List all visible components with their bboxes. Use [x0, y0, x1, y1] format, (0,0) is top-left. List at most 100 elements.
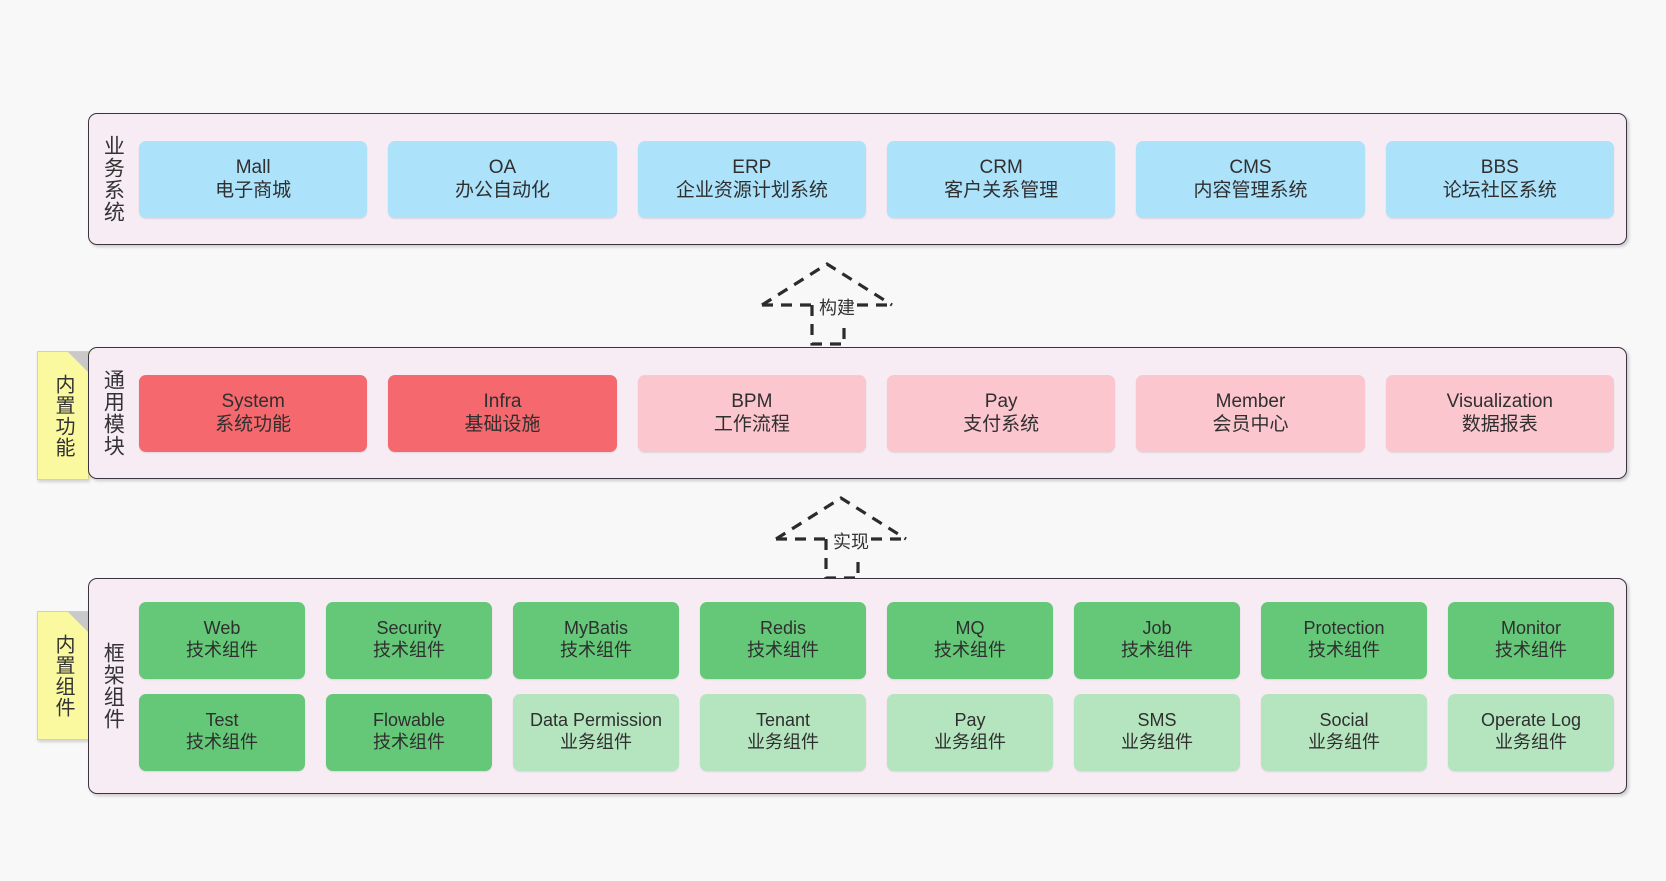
common-module-body: System 系统功能 Infra 基础设施 BPM 工作流程 Pay 支付系统…	[135, 348, 1626, 478]
sticky-note-builtin-components: 内置组件	[37, 611, 89, 740]
card-erp[interactable]: ERP 企业资源计划系统	[637, 140, 866, 218]
card-subtitle: 业务组件	[1308, 732, 1380, 752]
card-bbs[interactable]: BBS 论坛社区系统	[1385, 140, 1614, 218]
card-infra[interactable]: Infra 基础设施	[388, 374, 617, 452]
connector-build-label: 构建	[817, 294, 857, 320]
framework-tech-row: Web 技术组件 Security 技术组件 MyBatis 技术组件 Redi…	[139, 601, 1614, 679]
card-title: Infra	[483, 390, 522, 412]
card-sms[interactable]: SMS 业务组件	[1074, 693, 1240, 771]
card-subtitle: 数据报表	[1461, 414, 1538, 435]
card-subtitle: 论坛社区系统	[1442, 180, 1557, 201]
card-title: Job	[1142, 618, 1172, 639]
card-mall[interactable]: Mall 电子商城	[139, 140, 368, 218]
card-title: OA	[488, 156, 517, 178]
card-test[interactable]: Test 技术组件	[139, 693, 305, 771]
card-subtitle: 会员中心	[1212, 414, 1289, 435]
card-subtitle: 企业资源计划系统	[675, 180, 828, 201]
card-security[interactable]: Security 技术组件	[326, 601, 492, 679]
card-title: MQ	[955, 618, 985, 639]
card-member[interactable]: Member 会员中心	[1136, 374, 1365, 452]
card-job[interactable]: Job 技术组件	[1074, 601, 1240, 679]
card-subtitle: 业务组件	[747, 732, 819, 752]
card-subtitle: 技术组件	[1308, 640, 1380, 660]
card-subtitle: 技术组件	[934, 640, 1006, 660]
card-monitor[interactable]: Monitor 技术组件	[1448, 601, 1614, 679]
card-mq[interactable]: MQ 技术组件	[887, 601, 1053, 679]
card-mybatis[interactable]: MyBatis 技术组件	[513, 601, 679, 679]
common-module-panel: 通用模块 System 系统功能 Infra 基础设施 BPM 工作流程 Pay…	[88, 347, 1627, 479]
card-social[interactable]: Social 业务组件	[1261, 693, 1427, 771]
connector-implement-label: 实现	[831, 528, 871, 554]
card-title: Visualization	[1446, 390, 1553, 412]
card-title: Tenant	[755, 710, 811, 731]
card-visualization[interactable]: Visualization 数据报表	[1385, 374, 1614, 452]
common-module-label: 通用模块	[101, 369, 125, 457]
card-subtitle: 技术组件	[1495, 640, 1567, 660]
card-title: Monitor	[1500, 618, 1562, 639]
card-subtitle: 技术组件	[186, 732, 258, 752]
card-title: Protection	[1303, 618, 1385, 639]
card-operate-log[interactable]: Operate Log 业务组件	[1448, 693, 1614, 771]
card-subtitle: 电子商城	[215, 180, 292, 201]
card-bpm[interactable]: BPM 工作流程	[637, 374, 866, 452]
card-title: Redis	[759, 618, 807, 639]
card-title: Social	[1319, 710, 1369, 731]
card-subtitle: 基础设施	[464, 414, 541, 435]
card-pay[interactable]: Pay 支付系统	[886, 374, 1116, 452]
business-system-body: Mall 电子商城 OA 办公自动化 ERP 企业资源计划系统 CRM 客户关系…	[135, 114, 1626, 244]
card-title: Operate Log	[1480, 710, 1582, 731]
business-system-row: Mall 电子商城 OA 办公自动化 ERP 企业资源计划系统 CRM 客户关系…	[139, 140, 1614, 218]
sticky-note-text: 内置功能	[52, 373, 74, 458]
card-title: Security	[376, 618, 442, 639]
card-title: ERP	[732, 156, 772, 178]
card-subtitle: 技术组件	[560, 640, 632, 660]
business-system-label: 业务系统	[101, 135, 125, 223]
card-subtitle: 技术组件	[747, 640, 819, 660]
card-tenant[interactable]: Tenant 业务组件	[700, 693, 866, 771]
card-cms[interactable]: CMS 内容管理系统	[1136, 140, 1365, 218]
card-subtitle: 技术组件	[373, 640, 445, 660]
card-subtitle: 业务组件	[1121, 732, 1193, 752]
framework-business-row: Test 技术组件 Flowable 技术组件 Data Permission …	[139, 693, 1614, 771]
card-title: Flowable	[372, 710, 446, 731]
card-subtitle: 支付系统	[963, 414, 1040, 435]
card-subtitle: 客户关系管理	[944, 180, 1059, 201]
card-title: Data Permission	[529, 710, 663, 731]
card-title: Mall	[235, 156, 271, 178]
card-subtitle: 工作流程	[713, 414, 790, 435]
card-subtitle: 业务组件	[934, 732, 1006, 752]
card-subtitle: 系统功能	[215, 414, 292, 435]
card-subtitle: 内容管理系统	[1193, 180, 1308, 201]
card-web[interactable]: Web 技术组件	[139, 601, 305, 679]
card-subtitle: 业务组件	[1495, 732, 1567, 752]
card-crm[interactable]: CRM 客户关系管理	[886, 140, 1116, 218]
common-module-row: System 系统功能 Infra 基础设施 BPM 工作流程 Pay 支付系统…	[139, 374, 1614, 452]
card-title: Pay	[954, 710, 986, 731]
fold-corner-icon	[68, 352, 88, 372]
sticky-note-builtin-features: 内置功能	[37, 351, 89, 480]
framework-component-panel: 框架组件 Web 技术组件 Security 技术组件 MyBatis 技术组件…	[88, 578, 1627, 794]
sticky-note-text: 内置组件	[52, 633, 74, 718]
card-title: System	[221, 390, 285, 412]
framework-component-body: Web 技术组件 Security 技术组件 MyBatis 技术组件 Redi…	[135, 579, 1626, 793]
fold-corner-icon	[68, 612, 88, 632]
card-pay-business[interactable]: Pay 业务组件	[887, 693, 1053, 771]
card-subtitle: 技术组件	[1121, 640, 1193, 660]
card-system[interactable]: System 系统功能	[139, 374, 368, 452]
card-title: BPM	[731, 390, 773, 412]
card-redis[interactable]: Redis 技术组件	[700, 601, 866, 679]
card-protection[interactable]: Protection 技术组件	[1261, 601, 1427, 679]
business-system-panel: 业务系统 Mall 电子商城 OA 办公自动化 ERP 企业资源计划系统 CRM…	[88, 113, 1627, 245]
card-title: Web	[203, 618, 241, 639]
card-title: CRM	[979, 156, 1023, 178]
card-data-permission[interactable]: Data Permission 业务组件	[513, 693, 679, 771]
card-subtitle: 办公自动化	[454, 180, 550, 201]
card-subtitle: 业务组件	[560, 732, 632, 752]
card-oa[interactable]: OA 办公自动化	[388, 140, 617, 218]
card-title: Pay	[984, 390, 1018, 412]
card-title: Member	[1215, 390, 1286, 412]
card-title: MyBatis	[563, 618, 628, 639]
card-flowable[interactable]: Flowable 技术组件	[326, 693, 492, 771]
card-title: BBS	[1480, 156, 1519, 178]
card-title: SMS	[1137, 710, 1177, 731]
